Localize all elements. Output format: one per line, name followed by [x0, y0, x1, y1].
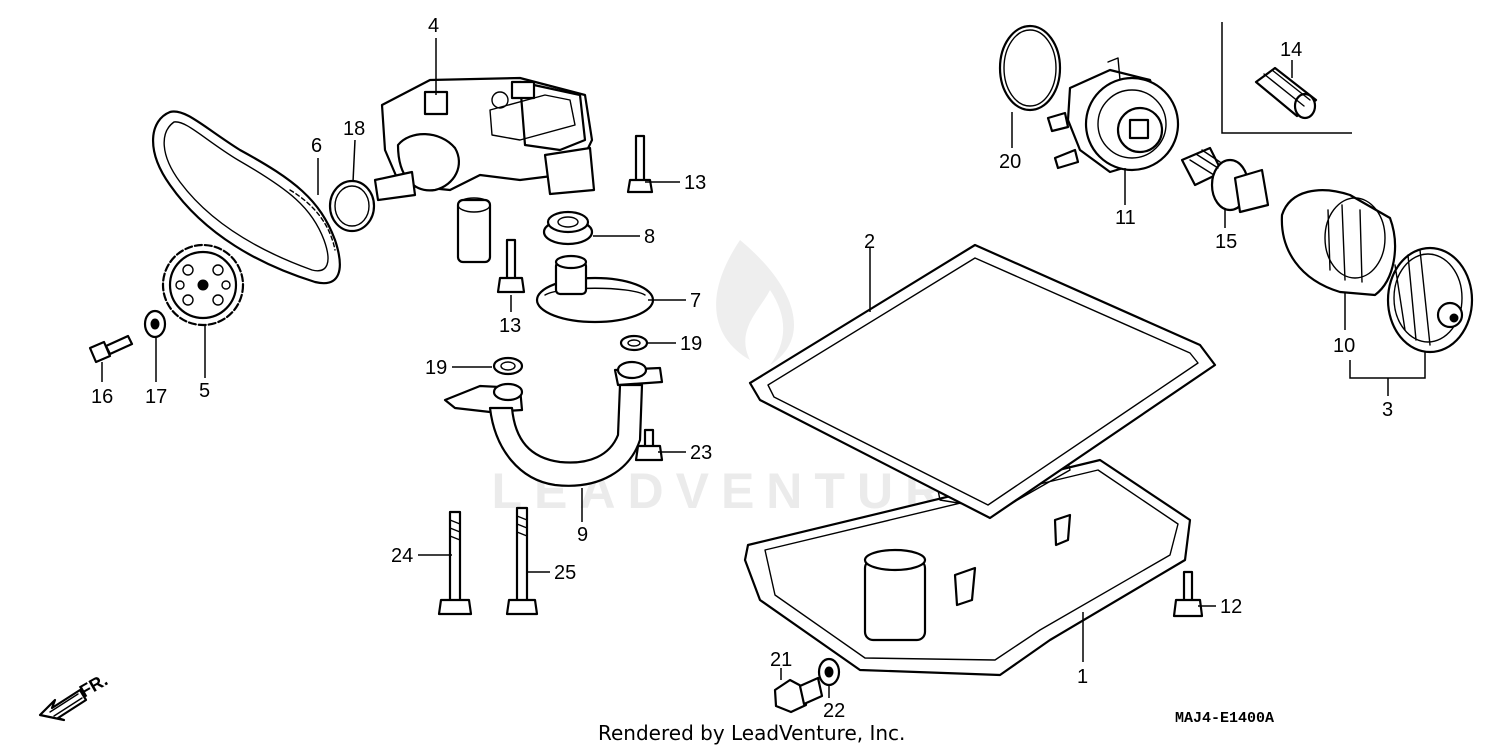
- callout-22: 22: [823, 700, 845, 722]
- callout-labels: 4 6 18 13 8 7 19 19 13 23 9 24 25 16 17 …: [91, 15, 1393, 722]
- callout-5: 5: [199, 380, 210, 402]
- part-13-bolt-upper[interactable]: [626, 134, 654, 194]
- callout-12: 12: [1220, 596, 1242, 618]
- callout-18: 18: [343, 118, 365, 140]
- callout-4: 4: [428, 15, 439, 37]
- part-19-o-ring-left[interactable]: [492, 356, 524, 376]
- part-18-o-ring[interactable]: [328, 179, 376, 233]
- callout-20: 20: [999, 151, 1021, 173]
- part-22-washer[interactable]: [817, 657, 841, 687]
- callout-14: 14: [1280, 39, 1302, 61]
- callout-11: 11: [1115, 207, 1136, 229]
- part-14-plug[interactable]: [1254, 66, 1318, 120]
- part-8-seal[interactable]: [542, 210, 594, 246]
- part-5-sprocket[interactable]: [161, 243, 245, 327]
- callout-8: 8: [644, 226, 655, 248]
- part-11-filter-boss[interactable]: [1046, 57, 1180, 174]
- callout-1: 1: [1077, 666, 1088, 688]
- callout-3: 3: [1382, 399, 1393, 421]
- part-23-bolt[interactable]: [634, 428, 664, 462]
- part-17-washer[interactable]: [143, 309, 167, 339]
- part-13-bolt-lower[interactable]: [496, 238, 526, 294]
- callout-13-upper: 13: [684, 172, 706, 194]
- part-12-bolt[interactable]: [1172, 570, 1204, 618]
- part-6-chain[interactable]: [152, 110, 341, 285]
- credit-text: Rendered by LeadVenture, Inc.: [598, 721, 905, 745]
- part-20-o-ring[interactable]: [998, 24, 1062, 112]
- part-24-long-bolt[interactable]: [437, 510, 473, 616]
- inset-bracket: [1221, 22, 1352, 134]
- diagram-code: MAJ4-E1400A: [1175, 710, 1274, 727]
- callout-21: 21: [770, 649, 792, 671]
- callout-17: 17: [145, 386, 167, 408]
- callout-19-right: 19: [680, 333, 702, 355]
- part-19-o-ring-right[interactable]: [619, 334, 649, 352]
- leader-lines: [101, 38, 1426, 698]
- callout-16: 16: [91, 386, 113, 408]
- callout-10: 10: [1333, 335, 1355, 357]
- callout-6: 6: [311, 135, 322, 157]
- callout-24: 24: [391, 545, 413, 567]
- callout-2: 2: [864, 231, 875, 253]
- callout-7: 7: [690, 290, 701, 312]
- part-16-bolt[interactable]: [88, 334, 134, 364]
- part-2-gasket[interactable]: [748, 243, 1217, 520]
- callout-9: 9: [577, 524, 588, 546]
- part-1-oil-pan[interactable]: [743, 417, 1192, 677]
- front-direction-arrow: FR.: [38, 670, 111, 722]
- part-25-long-bolt[interactable]: [505, 506, 539, 616]
- callout-23: 23: [690, 442, 712, 464]
- part-15-nipple[interactable]: [1180, 146, 1270, 214]
- part-7-strainer[interactable]: [535, 254, 655, 324]
- part-10-oil-filter[interactable]: [1280, 189, 1397, 297]
- callout-25: 25: [554, 562, 576, 584]
- callout-13-lower: 13: [499, 315, 521, 337]
- part-9-oil-pipe[interactable]: [443, 360, 664, 487]
- part-21-drain-bolt[interactable]: [773, 676, 824, 714]
- callout-15: 15: [1215, 231, 1237, 253]
- part-4-oil-pump[interactable]: [373, 76, 596, 264]
- part-10-oil-filter-cartridge[interactable]: [1386, 246, 1474, 354]
- callout-19-left: 19: [425, 357, 447, 379]
